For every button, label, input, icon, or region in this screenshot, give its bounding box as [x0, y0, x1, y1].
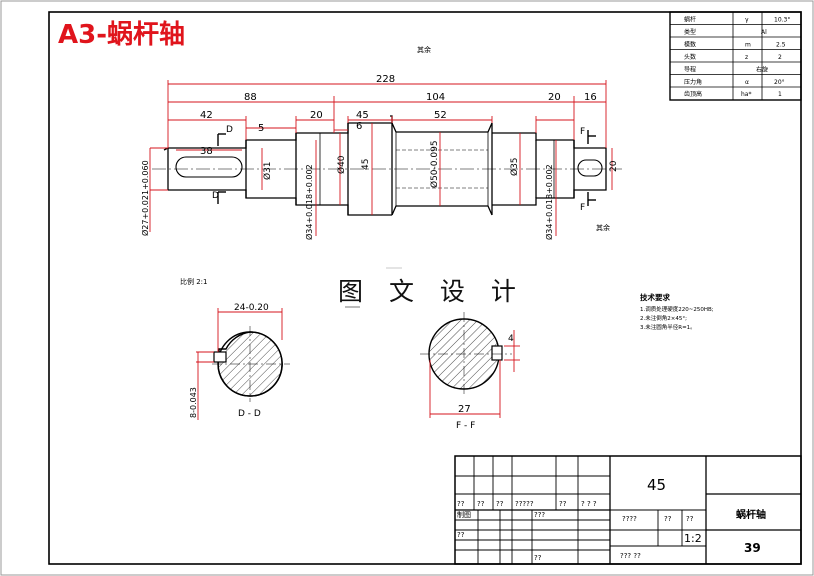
- tech-line-3: 3.未注圆角半径R=1。: [640, 323, 696, 331]
- dim-dia45: 45: [361, 159, 371, 170]
- param-r3c0: 头数: [684, 53, 696, 61]
- tb-row-mid: ???: [534, 511, 545, 519]
- param-r6c1: ha*: [741, 91, 751, 98]
- param-r5c1: α: [745, 79, 749, 86]
- section-dd: [212, 326, 290, 402]
- mark-d-bot: D: [212, 191, 219, 201]
- dim-dia35: Ø35: [509, 157, 520, 176]
- param-r3c1: z: [745, 54, 748, 61]
- title-block: [454, 455, 802, 565]
- tb-q2: ??: [686, 515, 694, 523]
- dim-dia20: 20: [609, 160, 619, 172]
- right-note: 其余: [596, 223, 610, 232]
- section-letters: D D F F: [212, 125, 585, 213]
- diameter-text: Ø31 Ø40 45 Ø50-0.095 Ø35 20 Ø27+0.021+0.…: [140, 140, 619, 240]
- param-r4c0: 导程: [684, 66, 696, 74]
- param-r0c2: 10.3°: [774, 17, 790, 24]
- dd-dim-top: 24-0.20: [234, 303, 269, 313]
- tb-r1c5: ? ? ?: [581, 500, 597, 508]
- ff-dim-bottom: 27: [458, 404, 471, 415]
- tb-r1c1: ??: [477, 500, 485, 508]
- section-ff-dims: [429, 330, 520, 418]
- dimension-text: 228 88 104 20 16 42 20 45 52 5 6 38: [200, 74, 597, 157]
- sheet-title: A3-蜗杆轴: [58, 20, 186, 50]
- param-table-text: 蜗杆 γ 10.3° 类型 Al 模数 m 2.5 头数 z 2 导程 右旋 压…: [684, 16, 790, 99]
- dim-42: 42: [200, 110, 213, 121]
- tech-requirements: 技术要求 1.调质处理硬度220~250HB; 2.未注倒角2×45°; 3.未…: [640, 292, 714, 331]
- tech-heading: 技术要求: [640, 292, 670, 302]
- tol-left: Ø27+0.021+0.060: [140, 160, 150, 236]
- param-r0c1: γ: [745, 17, 749, 24]
- dim-20b: 20: [548, 92, 561, 103]
- dim-total: 228: [376, 74, 395, 85]
- tb-q1: ??: [664, 515, 672, 523]
- tech-line-2: 2.未注倒角2×45°;: [640, 314, 687, 322]
- param-r4c2: 右旋: [756, 66, 768, 74]
- dim-dia31: Ø31: [262, 161, 273, 180]
- drawing-no: 39: [744, 541, 761, 555]
- dim-6: 6: [356, 121, 362, 132]
- mark-f-top: F: [580, 127, 585, 137]
- section-marks: [217, 130, 596, 206]
- watermark-text: 图 文 设 计: [338, 277, 525, 306]
- tech-line-1: 1.调质处理硬度220~250HB;: [640, 305, 714, 313]
- mark-f-bot: F: [580, 203, 585, 213]
- tb-r1c3: ?????: [515, 500, 534, 508]
- tb-bottom-right: ??? ??: [620, 552, 641, 560]
- section-ff: [420, 312, 512, 396]
- dim-52: 52: [434, 110, 447, 121]
- param-r1c2: Al: [761, 29, 767, 36]
- dim-45: 45: [356, 110, 369, 121]
- param-r5c2: 20°: [774, 79, 785, 86]
- scale: 1:2: [684, 532, 702, 545]
- dim-dia50: Ø50-0.095: [429, 140, 440, 188]
- param-table: [669, 11, 802, 101]
- param-r0c0: 蜗杆: [684, 16, 696, 24]
- tb-designer: ????: [622, 515, 637, 523]
- section-dd-dims: [196, 308, 283, 420]
- tb-bottom-mid: ??: [534, 554, 542, 562]
- dimension-lines: [149, 80, 613, 236]
- dim-104: 104: [426, 92, 445, 103]
- dim-5: 5: [258, 123, 264, 134]
- dim-dia40: Ø40: [336, 155, 347, 174]
- tb-r1c4: ??: [559, 500, 567, 508]
- dim-20a: 20: [310, 110, 323, 121]
- mark-d-top: D: [226, 125, 233, 135]
- param-r3c2: 2: [778, 54, 782, 61]
- ff-label: F - F: [456, 421, 475, 431]
- tb-r1c0: ??: [457, 500, 465, 508]
- tol-b1: Ø34+0.018+0.002: [304, 164, 314, 240]
- scale-note: 比例 2:1: [180, 277, 208, 286]
- param-r2c2: 2.5: [776, 42, 786, 49]
- tb-r1c2: ??: [496, 500, 504, 508]
- title-block-text: 45 蜗杆轴 39 1:2 ?? ?? ?? ????? ?? ? ? ? 制图…: [457, 476, 766, 562]
- param-r1c0: 类型: [684, 28, 696, 36]
- part-name: 蜗杆轴: [736, 508, 766, 521]
- dim-keylen: 38: [200, 146, 213, 157]
- param-r2c1: m: [745, 42, 751, 49]
- param-r2c0: 模数: [684, 41, 696, 49]
- dim-88: 88: [244, 92, 257, 103]
- dim-16: 16: [584, 92, 597, 103]
- tb-made: 制图: [457, 510, 471, 519]
- surface-note-top: 其余: [417, 45, 431, 54]
- ff-dim-side: 4: [508, 334, 514, 344]
- dd-label: D - D: [238, 409, 261, 419]
- material: 45: [647, 476, 666, 494]
- param-r6c0: 齿顶高: [684, 90, 702, 98]
- param-r6c2: 1: [778, 91, 782, 98]
- param-r5c0: 压力角: [684, 78, 702, 86]
- inner-border: [48, 11, 802, 565]
- tb-checker: ??: [457, 531, 465, 539]
- dd-dim-side: 8-0.043: [189, 387, 198, 418]
- tol-b2: Ø34+0.018+0.002: [544, 164, 554, 240]
